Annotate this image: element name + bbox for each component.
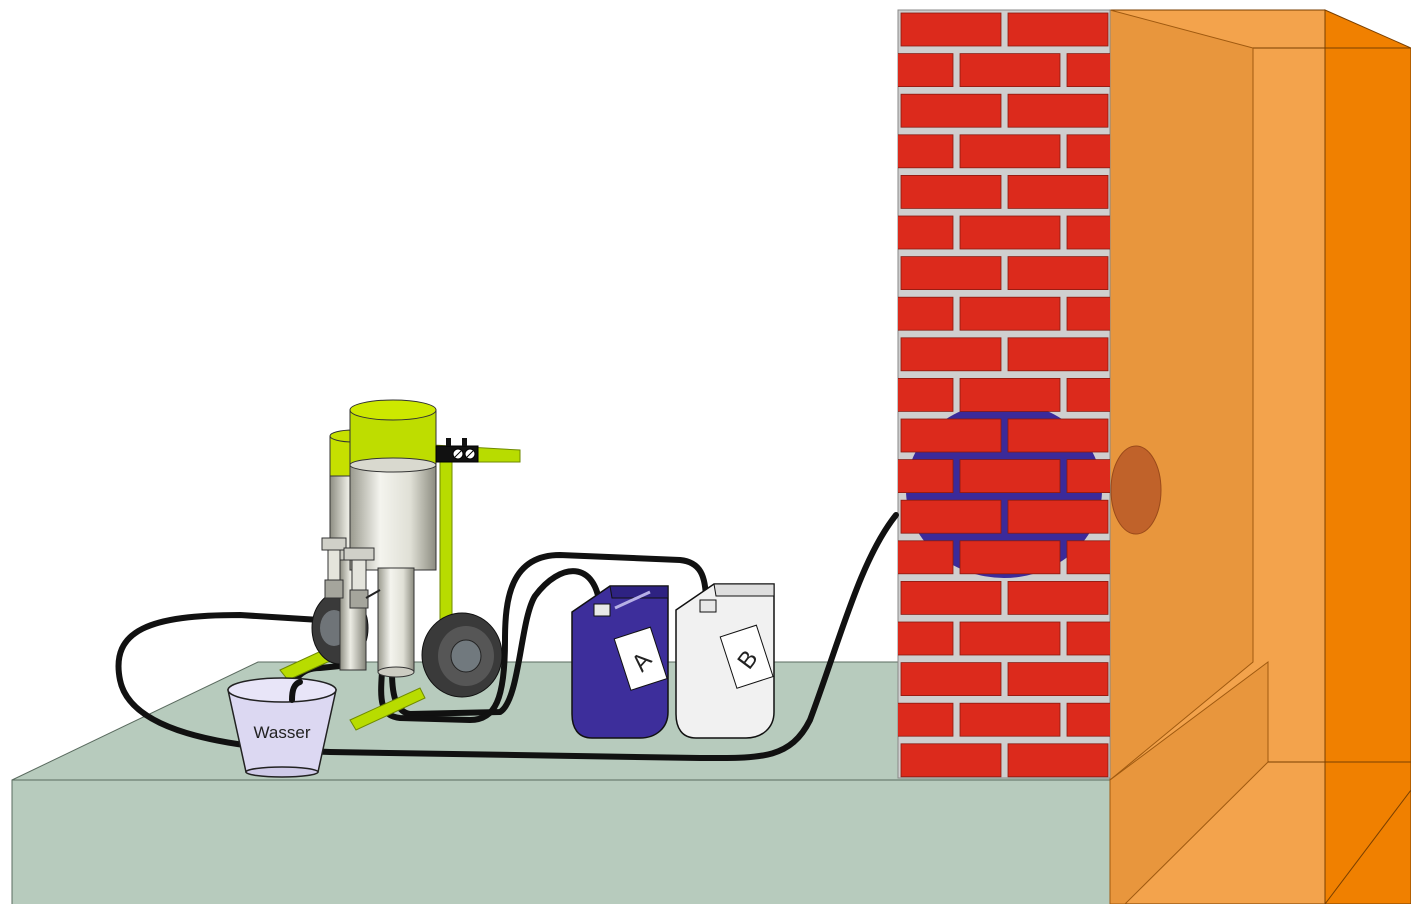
brick	[1007, 12, 1109, 47]
brick	[1066, 702, 1110, 737]
hose-injection-line	[115, 512, 899, 762]
brick	[1066, 540, 1110, 575]
brick	[1007, 743, 1109, 778]
brick	[898, 540, 954, 575]
hose-to-canister-b	[378, 552, 709, 723]
bucket-label: Wasser	[254, 723, 311, 742]
brick	[900, 499, 1002, 534]
brick	[1007, 581, 1109, 615]
brick	[1066, 621, 1110, 656]
canister-b: B	[675, 583, 775, 739]
brick	[1066, 215, 1110, 250]
moisture-spot	[1110, 445, 1162, 535]
brick	[959, 134, 1061, 169]
brick	[1007, 418, 1109, 453]
pump-wheel-right	[421, 612, 503, 698]
brick	[959, 53, 1061, 87]
canister-a: A	[571, 585, 669, 739]
brick	[898, 215, 954, 250]
brick	[959, 296, 1061, 331]
brick	[1066, 134, 1110, 169]
brick	[959, 540, 1061, 575]
brick	[1007, 662, 1109, 696]
brick	[900, 662, 1002, 696]
brick	[898, 53, 954, 87]
brick	[959, 377, 1061, 412]
brick	[898, 621, 954, 656]
brick	[900, 12, 1002, 47]
wall-baseboard	[1109, 661, 1269, 904]
brick	[1066, 377, 1110, 412]
brick	[1007, 499, 1109, 534]
water-bucket: Wasser	[227, 677, 337, 778]
brick	[1007, 256, 1109, 291]
brick	[959, 215, 1061, 250]
brick	[1066, 53, 1110, 87]
brick	[900, 337, 1002, 372]
injection-pump	[279, 399, 521, 731]
brick	[900, 418, 1002, 453]
brick	[1066, 459, 1110, 494]
brick	[959, 702, 1061, 737]
brick	[900, 581, 1002, 615]
brick	[900, 174, 1002, 209]
brick	[900, 743, 1002, 778]
brick	[898, 702, 954, 737]
brick-wall	[897, 9, 1111, 779]
brick	[898, 459, 954, 494]
pump-cylinder-front	[349, 399, 437, 678]
brick	[1007, 174, 1109, 209]
brick	[1007, 337, 1109, 372]
brick	[959, 621, 1061, 656]
brick	[898, 377, 954, 412]
pump-valve-left	[321, 537, 347, 599]
floor-front	[11, 779, 1113, 904]
wall-inner-shade	[1109, 9, 1254, 782]
brick	[898, 134, 954, 169]
wall-side-face	[1324, 9, 1411, 904]
pressure-gauge-box	[435, 438, 479, 463]
brick	[1066, 296, 1110, 331]
brick	[900, 93, 1002, 128]
brick	[959, 459, 1061, 494]
brick	[1007, 93, 1109, 128]
brick	[898, 296, 954, 331]
brick	[900, 256, 1002, 291]
bricks	[898, 12, 1110, 778]
pump-valve-right	[343, 547, 381, 609]
wall-block	[1109, 9, 1411, 904]
